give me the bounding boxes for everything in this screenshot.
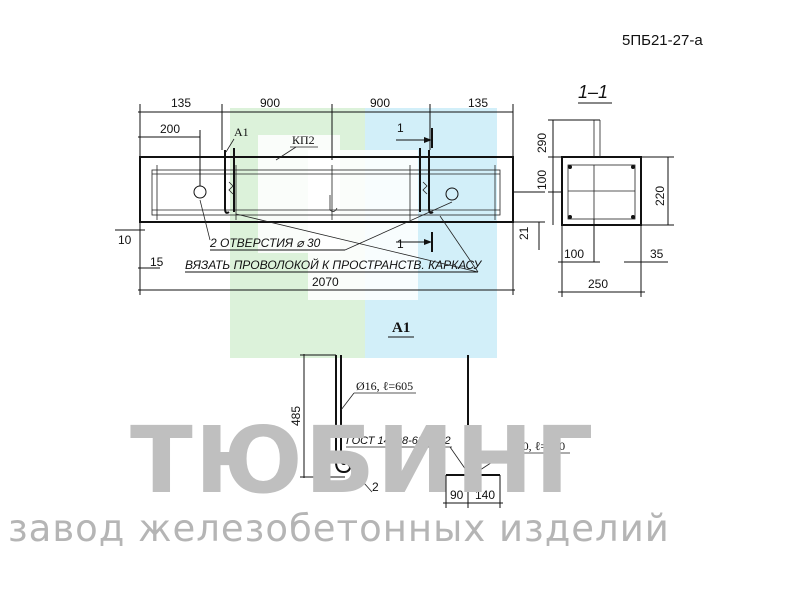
hole [193,185,207,199]
hole [445,187,459,201]
dim-100-bottom: 100 [564,247,584,261]
dim-35: 35 [650,247,664,261]
watermark-tagline: завод железобетонных изделий [8,507,670,550]
cut-label-top: 1 [397,121,404,135]
lifting-loop [224,150,230,214]
beam-elevation: 135 900 900 135 200 А1 КП2 1 1 10 15 21 [115,96,545,295]
dim-15: 15 [150,255,164,269]
dim-290: 290 [535,133,549,153]
dim-10: 10 [118,233,132,247]
callout-a1: А1 [234,125,249,139]
hook-mark: 2 [372,480,379,494]
note-tie: ВЯЗАТЬ ПРОВОЛОКОЙ К ПРОСТРАНСТВ. КАРКАСУ [185,256,483,272]
dim-900-left: 900 [260,96,280,110]
detail-a1: А1 485 Ø16, ℓ=605 2 ГОСТ 14098-68-КТ-2 Ø… [289,320,570,508]
dim-overall: 2070 [312,275,339,289]
section-view: 1–1 290 100 220 100 35 250 [535,82,674,297]
dim-220: 220 [653,186,667,206]
gost-ref: ГОСТ 14098-68-КТ-2 [346,435,451,447]
hook-bar [335,355,352,474]
section-label: 1–1 [578,82,608,102]
note-holes: 2 ОТВЕРСТИЯ ⌀ 30 [209,236,321,250]
dim-900-right: 900 [370,96,390,110]
cut-label-bottom: 1 [397,237,404,251]
dim-135-right: 135 [468,96,488,110]
dim-100-side: 100 [535,170,549,190]
detail-title: А1 [392,320,410,336]
rebar-cage [151,169,501,216]
dim-140: 140 [475,488,495,502]
hook-spec: Ø16, ℓ=605 [356,379,413,393]
dim-200: 200 [160,122,180,136]
callout-kp2: КП2 [292,133,315,147]
watermark-brand: ТЮБИНГ [130,407,596,514]
watermark-logo [230,108,497,358]
drawing-code: 5ПБ21-27-а [622,32,703,49]
dim-135-left: 135 [171,96,191,110]
dim-90: 90 [450,488,464,502]
dim-21: 21 [517,226,531,240]
dim-485: 485 [289,406,303,426]
hook-bar-inner [340,355,347,466]
rod-spec: Ø10, ℓ=230 [508,439,565,453]
section-outline [561,156,642,226]
dim-250: 250 [588,277,608,291]
